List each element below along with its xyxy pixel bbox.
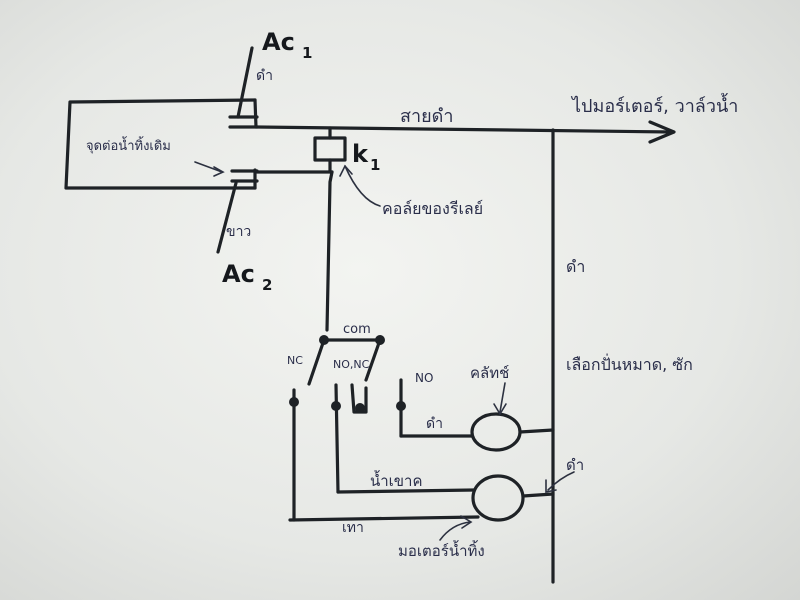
- label-water-in: น้ำเขาค: [370, 470, 423, 490]
- wire-to-com: [325, 170, 334, 332]
- label-gray: เทา: [342, 520, 364, 536]
- clutch-coil: [470, 412, 522, 452]
- no-terminal: [396, 401, 406, 411]
- label-black-top: ดำ: [256, 68, 273, 84]
- arrowhead-black-lower: [545, 479, 557, 493]
- label-black-clutch: ดำ: [426, 416, 443, 432]
- existing-connection-box: [64, 98, 257, 190]
- water-wire: [336, 488, 476, 494]
- label-to-motor-valve: ไปมอร์เตอร์, วาล์วน้ำ: [570, 93, 738, 117]
- drain-motor: [471, 474, 525, 522]
- switch-blade-2: [364, 338, 382, 382]
- label-existing-point: จุดต่อน้ำทิ้งเดิม: [86, 136, 171, 154]
- clutch-return-wire: [518, 428, 555, 434]
- label-black-right: ดำ: [566, 257, 585, 276]
- arrowhead-clutch: [493, 403, 507, 416]
- label-nc: NC: [287, 354, 303, 367]
- arrow-drain-motor: [439, 521, 471, 541]
- label-relay-coil: คอล์ยของรีเลย์: [382, 199, 483, 218]
- ac2-label: Ac: [222, 260, 255, 288]
- ac1-lead-wire: [236, 46, 254, 119]
- ac1-subscript: 1: [302, 44, 312, 62]
- arrow-black-lower: [547, 471, 575, 491]
- label-no: NO: [415, 371, 433, 385]
- arrow-relay-coil: [344, 165, 381, 207]
- label-com: com: [343, 322, 371, 337]
- arrow-clutch: [499, 382, 506, 413]
- arrow-existing-point: [194, 161, 223, 173]
- arrowhead-coil: [339, 164, 353, 177]
- label-drain-motor: มอเตอร์น้ำทิ้ง: [398, 540, 485, 560]
- label-select-program: เลือกปั่นหมาด, ซัก: [566, 353, 693, 374]
- k1-label: k: [352, 140, 369, 168]
- arrowhead-drain: [460, 515, 473, 529]
- label-black-lower: ดำ: [566, 456, 584, 474]
- k1-subscript: 1: [370, 156, 380, 174]
- motor-return-wire: [521, 492, 555, 498]
- ac2-lead-wire: [216, 181, 238, 254]
- switch-blade-1: [307, 338, 326, 386]
- gray-wire: [288, 515, 480, 522]
- no-nc-terminal-2: [355, 403, 365, 413]
- ac1-label: Ac: [262, 28, 295, 56]
- nc-terminal: [289, 397, 299, 407]
- box-right-edge-top: [253, 98, 258, 129]
- no-nc-terminal-1: [331, 401, 341, 411]
- label-no-nc: NO,NC: [333, 358, 370, 371]
- arrowhead-existing: [213, 166, 225, 177]
- arrow-to-motor: [648, 120, 676, 144]
- black-main-wire: [255, 125, 674, 134]
- relay-coil-k1: [313, 136, 347, 162]
- label-clutch: คลัทช์: [470, 364, 509, 382]
- label-white: ขาว: [226, 224, 251, 240]
- ac2-subscript: 2: [262, 276, 272, 294]
- label-black-wire: สายดำ: [400, 106, 453, 127]
